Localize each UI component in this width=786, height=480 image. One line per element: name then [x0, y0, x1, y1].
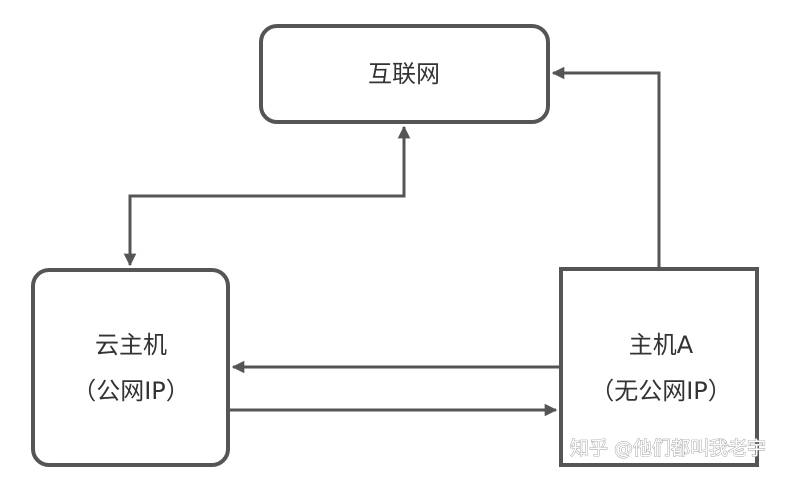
edges	[123, 66, 661, 417]
edge-internet-cloud-host	[123, 125, 411, 267]
cloud-host-label: 云主机	[95, 331, 167, 359]
host-a-label: 主机A	[629, 331, 694, 359]
host-a-node: 主机A （无公网IP）	[559, 267, 759, 467]
host-a-node-box	[559, 267, 759, 467]
internet-node-box	[259, 24, 550, 124]
internet-label: 互联网	[368, 60, 440, 88]
edge-host-a-internet	[551, 66, 661, 267]
cloud-host-ip-label: （公网IP）	[72, 377, 190, 405]
cloud-host-node-box	[31, 268, 230, 467]
watermark: 知乎 @他们都叫我老宇	[570, 438, 766, 460]
internet-node: 互联网	[259, 24, 550, 124]
host-a-ip-label: （无公网IP）	[590, 377, 732, 405]
cloud-host-node: 云主机 （公网IP）	[31, 268, 230, 467]
